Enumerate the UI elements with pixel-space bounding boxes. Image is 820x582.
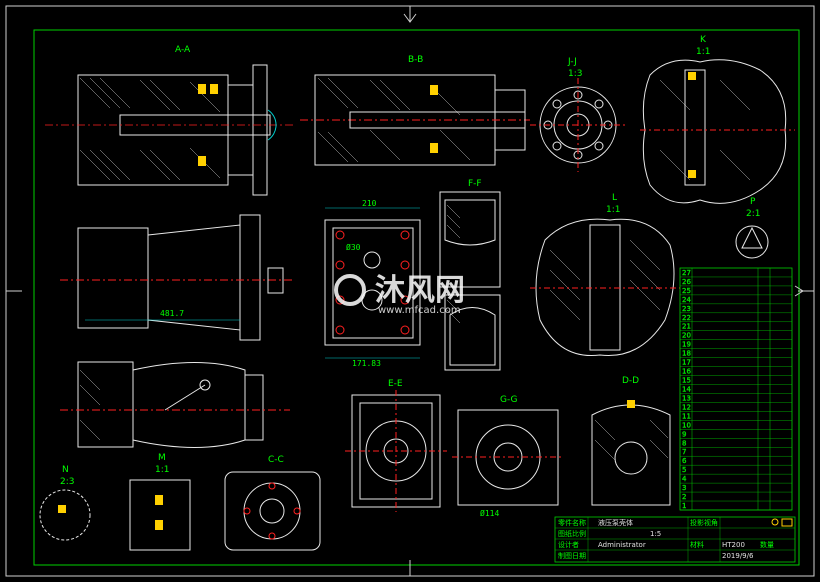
parts-row-number: 8 [682,439,686,447]
dim-171-83: 171.83 [352,359,381,368]
tb-row4-label: 制图日期 [558,551,586,560]
view-k: K 1:1 [640,35,795,204]
parts-row-number: 27 [682,269,691,277]
view-label-f-f: F-F [468,179,482,189]
dim-114: Ø114 [480,508,499,518]
parts-row-number: 26 [682,278,691,286]
view-e-e: E-E [345,379,447,512]
view-center-plate: 210 171.83 Ø30 [324,199,421,368]
tb-row1-value: 液压泵壳体 [598,518,633,527]
view-c-c: C-C [224,455,321,551]
view-label-j-j: J-J [567,57,577,67]
view-label-k: K [700,35,707,45]
view-label-b-b: B-B [408,55,423,65]
tb-qty-label: 数量 [760,540,774,549]
tb-row1-label: 零件名称 [558,518,586,527]
parts-list-table: 2726252423222120191817161514131211109876… [679,267,793,511]
tb-material-label: 材料 [690,540,704,549]
view-n: N 2:3 [39,465,91,541]
parts-row-number: 14 [682,385,691,393]
parts-row-number: 13 [682,394,691,402]
parts-row-number: 4 [682,475,687,483]
dim-d30: Ø30 [346,242,361,252]
view-scale-m: 1:1 [155,465,169,475]
view-m: M 1:1 [129,453,191,551]
view-label-a-a: A-A [175,45,191,55]
parts-row-number: 2 [682,493,686,501]
parts-row-number: 3 [682,484,686,492]
view-d-d: D-D [591,376,671,506]
view-scale-j-j: 1:3 [568,69,582,79]
view-f-f: F-F [439,179,501,371]
parts-row-number: 6 [682,457,687,465]
view-scale-l: 1:1 [606,205,620,215]
dim-210: 210 [362,199,377,208]
parts-row-number: 15 [682,377,691,385]
view-label-d-d: D-D [622,376,639,386]
view-l: L 1:1 [530,193,680,357]
view-label-g-g: G-G [500,395,518,405]
tb-row2-value: 1:5 [650,530,661,538]
parts-row-number: 10 [682,421,691,429]
view-b-b: B-B [300,55,530,166]
view-scale-k: 1:1 [696,47,710,57]
parts-row-number: 20 [682,332,691,340]
parts-row-number: 21 [682,323,691,331]
tb-row3-value: Administrator [598,541,646,549]
parts-row-number: 16 [682,368,691,376]
view-label-p: P [750,197,756,207]
view-front-elevation: 481.7 [60,214,295,341]
parts-row-number: 9 [682,430,686,438]
view-scale-p: 2:1 [746,209,760,219]
view-a-a: A-A [45,45,295,196]
parts-row-number: 24 [682,296,691,304]
tb-projection-label: 投影视角 [690,518,718,527]
parts-row-number: 5 [682,466,686,474]
parts-row-number: 25 [682,287,691,295]
watermark-logo: 沐风网 www.mfcad.com [334,273,465,316]
view-label-e-e: E-E [388,379,403,389]
watermark-url: www.mfcad.com [378,305,461,316]
watermark-brand: 沐风网 [375,273,465,308]
view-label-c-c: C-C [268,455,284,465]
parts-row-number: 19 [682,341,691,349]
parts-row-number: 7 [682,448,686,456]
tb-material-value: HT200 [722,541,745,549]
view-g-g: G-G Ø114 [452,395,564,518]
parts-row-number: 17 [682,359,691,367]
view-label-m: M [158,453,166,463]
title-block: 零件名称 液压泵壳体 图纸比例 1:5 设计者 Administrator 制图… [554,516,796,563]
parts-row-number: 22 [682,314,691,322]
parts-row-number: 23 [682,305,691,313]
view-lower-elevation [60,361,290,448]
view-label-n: N [62,465,69,475]
tb-row2-label: 图纸比例 [558,529,586,538]
tb-row3-label: 设计者 [558,540,579,549]
view-label-l: L [612,193,617,203]
dim-481-7: 481.7 [160,309,184,318]
parts-row-number: 18 [682,350,691,358]
parts-row-number: 12 [682,403,691,411]
view-scale-n: 2:3 [60,477,74,487]
view-p: P 2:1 [735,197,769,259]
parts-row-number: 1 [682,502,686,510]
frame-ticks [6,6,814,576]
tb-row4-value: 2019/9/6 [722,552,754,560]
inner-frame [33,29,800,566]
view-j-j: J-J 1:3 [530,57,626,172]
parts-row-number: 11 [682,412,691,420]
